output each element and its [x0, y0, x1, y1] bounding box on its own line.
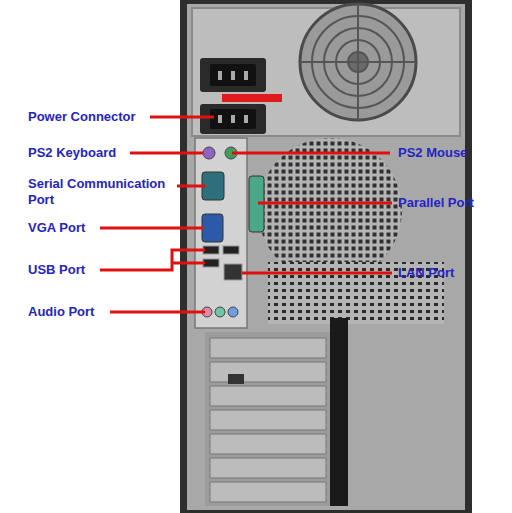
leader-line: [258, 202, 392, 205]
red-tape: [222, 94, 282, 102]
leader-line: [242, 272, 392, 275]
usb-socket: [203, 246, 219, 254]
leader-line: [100, 227, 203, 230]
vga-socket: [202, 214, 223, 242]
usb-socket: [223, 246, 239, 254]
leader-line: [177, 185, 205, 188]
audio-jack: [215, 307, 225, 317]
leader-line: [130, 152, 203, 155]
power-socket-upper: [200, 58, 266, 92]
expansion-slots: [205, 318, 348, 506]
power-socket-lower: [200, 104, 266, 134]
port-label: LAN Port: [398, 265, 454, 281]
port-label: Serial Communication Port: [28, 176, 174, 208]
ps2-keyboard-socket: [203, 147, 215, 159]
port-label: PS2 Mouse: [398, 145, 467, 161]
case-housing: [180, 0, 472, 513]
port-label: Parallel Port: [398, 195, 474, 211]
serial-socket: [202, 172, 224, 200]
leader-lines: [100, 117, 392, 312]
audio-jack: [228, 307, 238, 317]
port-label: VGA Port: [28, 220, 85, 236]
leader-line: [110, 311, 205, 314]
psu-fan: [300, 4, 416, 120]
usb-socket: [203, 259, 219, 267]
leader-line: [150, 116, 214, 119]
case-fan-vent: [258, 138, 402, 282]
leader-line: [100, 250, 205, 270]
port-label: Audio Port: [28, 304, 94, 320]
lan-socket: [224, 264, 242, 280]
port-label: PS2 Keyboard: [28, 145, 116, 161]
back-panel: [187, 4, 465, 510]
leader-line: [232, 152, 390, 155]
port-label: Power Connector: [28, 109, 136, 125]
port-label: USB Port: [28, 262, 85, 278]
io-shield: [195, 138, 247, 328]
